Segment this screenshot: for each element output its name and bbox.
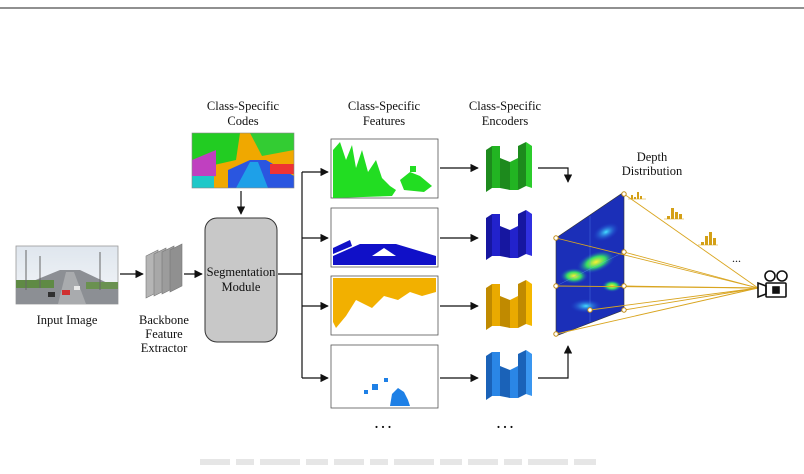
feature-map-blue xyxy=(330,207,439,268)
encoders-label-1: Class-Specific xyxy=(469,99,542,113)
encoder-yellow xyxy=(486,280,532,330)
depth-ellipsis: ... xyxy=(732,251,741,265)
seg-label-2: Module xyxy=(222,280,261,294)
features-ellipsis: ... xyxy=(374,412,394,432)
encoders-ellipsis: ... xyxy=(496,412,516,432)
encoders-label-2: Encoders xyxy=(482,114,529,128)
depth-rays xyxy=(555,193,759,335)
depth-label-2: Distribution xyxy=(622,164,683,178)
class-codes-map xyxy=(191,132,295,189)
backbone-label-2: Feature xyxy=(145,327,183,341)
encoder-output-arrows xyxy=(538,167,573,379)
ray-nodes xyxy=(553,191,627,337)
camera-icon xyxy=(757,270,788,299)
encoder-blue xyxy=(486,210,532,260)
feature-map-green xyxy=(330,138,439,199)
features-label-2: Features xyxy=(363,114,405,128)
segmentation-module xyxy=(204,217,278,343)
branch-arrows xyxy=(278,167,329,383)
depth-label-1: Depth xyxy=(637,150,668,164)
encoder-green xyxy=(486,142,532,192)
backbone-label-3: Extractor xyxy=(141,341,188,355)
depth-feature-map xyxy=(555,191,625,337)
codes-label-1: Class-Specific xyxy=(207,99,280,113)
histogram-baselines xyxy=(628,198,718,246)
feature-map-lightblue xyxy=(330,344,439,409)
backbone-stack xyxy=(145,243,183,299)
seg-label-1: Segmentation xyxy=(207,265,276,279)
codes-label-2: Codes xyxy=(227,114,258,128)
backbone-label-1: Backbone xyxy=(139,313,189,327)
encoder-lightblue xyxy=(486,350,532,400)
depth-histograms xyxy=(631,192,716,245)
features-label-1: Class-Specific xyxy=(348,99,421,113)
feature-map-yellow xyxy=(330,275,439,336)
input-image xyxy=(15,245,119,305)
input-image-label: Input Image xyxy=(37,313,98,327)
feature-encoder-arrows xyxy=(440,163,479,383)
